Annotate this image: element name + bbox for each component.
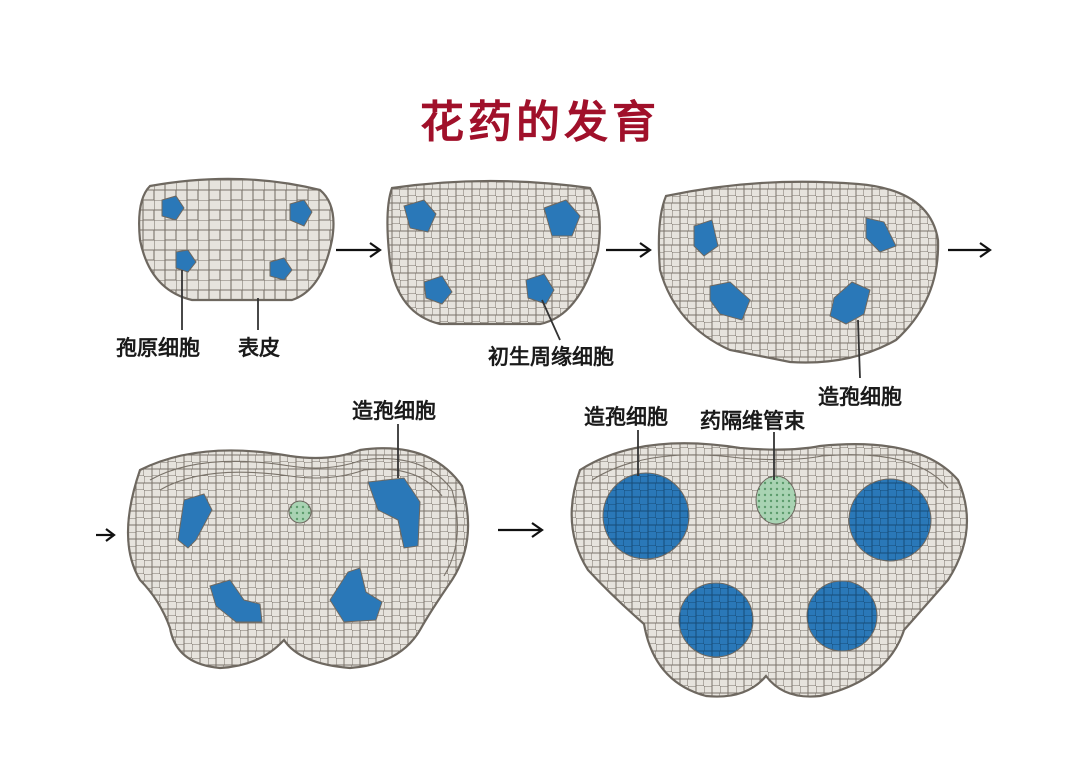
label-sporogenous-cell-stage3: 造孢细胞 (818, 385, 902, 409)
pollen-sac-locule (602, 472, 690, 560)
label-sporogenous-cell-stage5: 造孢细胞 (584, 405, 668, 429)
label-connective-vascular-bundle: 药隔维管束 (700, 409, 806, 433)
stage-5 (570, 430, 968, 698)
pollen-sac-locule (848, 478, 932, 562)
pollen-sac-locule (806, 580, 878, 652)
stage-1 (138, 177, 335, 330)
page-title: 花药的发育 (420, 97, 660, 148)
archesporial-cell-shape (161, 195, 185, 221)
vascular-bundle-shape (288, 500, 312, 524)
stage-4 (126, 424, 470, 670)
stage-2 (386, 179, 601, 341)
label-sporogenous-cell-stage4: 造孢细胞 (352, 399, 436, 423)
vascular-bundle-shape (755, 475, 797, 525)
label-epidermis: 表皮 (238, 336, 280, 360)
pollen-sac-locule (678, 582, 754, 658)
right-arrow-icon (606, 242, 652, 258)
label-archesporial-cell: 孢原细胞 (116, 336, 200, 360)
right-arrow-icon (336, 242, 382, 258)
right-arrow-icon (948, 242, 992, 258)
right-arrow-icon (96, 528, 116, 542)
stage-3 (657, 180, 940, 379)
label-primary-parietal-cell: 初生周缘细胞 (488, 345, 614, 369)
right-arrow-icon (498, 522, 544, 538)
